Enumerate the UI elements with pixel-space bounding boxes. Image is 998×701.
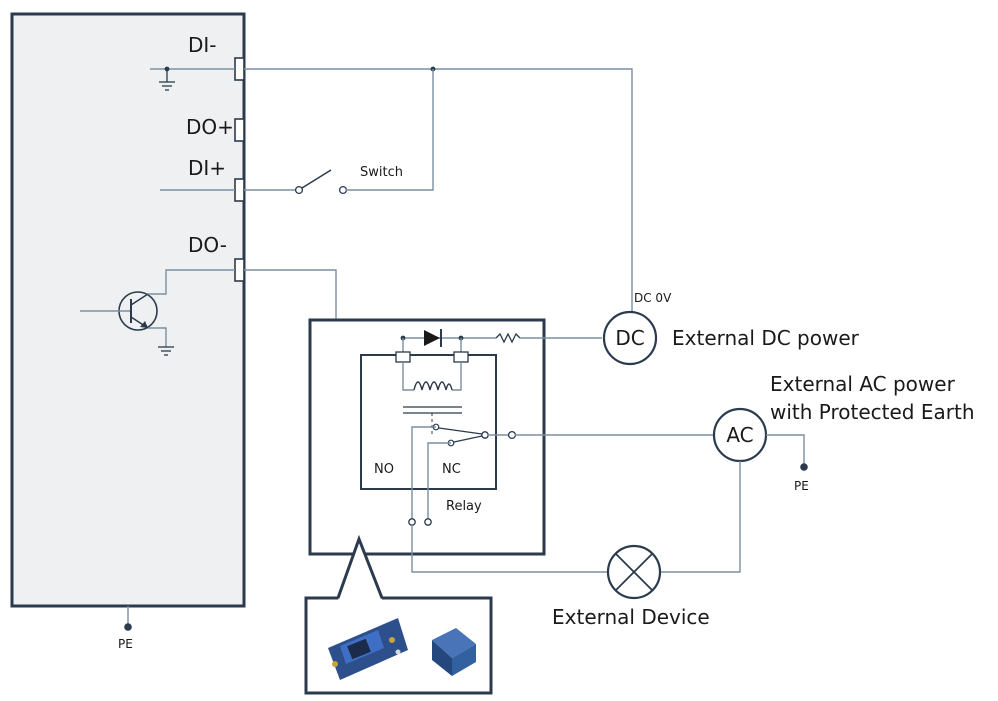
resistor-icon — [495, 332, 602, 344]
device-wire-left — [411, 525, 608, 573]
terminal-do-minus-label: DO- — [188, 233, 227, 257]
terminal-do-plus-label: DO+ — [186, 115, 234, 139]
pe-panel-label: PE — [118, 637, 133, 651]
relay-coil-icon — [395, 338, 469, 437]
dc-symbol: DC — [615, 326, 644, 350]
relay-component-image — [432, 628, 476, 676]
device-wire-right — [660, 461, 741, 573]
terminal-do-minus — [234, 258, 245, 282]
ac-caption-line2: with Protected Earth — [770, 400, 975, 424]
relay-no-label: NO — [374, 462, 394, 477]
dc-caption: External DC power — [672, 326, 860, 350]
terminal-di-plus-label: DI+ — [188, 156, 226, 180]
dc-voltage-label: DC 0V — [634, 291, 672, 305]
relay-label: Relay — [446, 499, 482, 514]
transistor-icon — [80, 269, 235, 356]
switch-label: Switch — [360, 165, 403, 180]
terminal-di-minus-label: DI- — [188, 33, 217, 57]
device-caption: External Device — [552, 605, 710, 629]
switch-icon — [244, 69, 434, 195]
relay-contacts-icon — [408, 423, 517, 526]
device-panel — [10, 12, 246, 608]
relay-nc-label: NC — [442, 462, 461, 477]
ac-symbol: AC — [726, 423, 753, 447]
pe-panel-dot — [124, 623, 132, 631]
relay-board-image — [328, 618, 408, 680]
terminal-di-plus — [234, 178, 245, 202]
terminal-do-plus — [234, 118, 245, 142]
pe-ac-label: PE — [794, 479, 809, 493]
pe-ac-dot — [800, 463, 808, 471]
relay-photo-callout — [304, 534, 493, 695]
diode-icon — [400, 329, 496, 347]
di-minus-dc-wire — [244, 68, 633, 312]
dc-source-icon — [602, 310, 658, 366]
ac-caption-line1: External AC power — [770, 372, 956, 396]
terminal-di-minus — [234, 57, 245, 81]
di-minus-ground — [150, 66, 235, 91]
ac-pe-wire — [766, 434, 805, 464]
lamp-icon — [606, 544, 662, 600]
